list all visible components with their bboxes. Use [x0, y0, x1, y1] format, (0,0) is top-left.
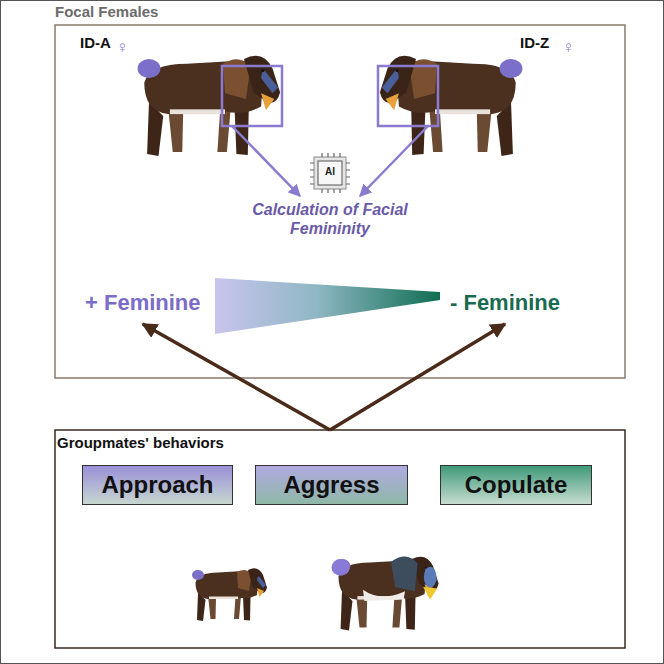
scale-end-label: + Feminine	[85, 290, 201, 316]
panel-heading: Focal Females	[55, 3, 158, 20]
process-label: Calculation of Facial Femininity	[245, 200, 415, 238]
sex-symbol: ♀	[116, 38, 129, 58]
chip-label: AI	[318, 166, 342, 177]
panel: Groupmates' behaviorsApproach Aggress Copu…	[55, 430, 625, 648]
ai-chip	[310, 153, 350, 193]
face-box	[222, 66, 282, 126]
id-label: ID-Z	[520, 34, 549, 51]
panel-outline	[55, 25, 625, 378]
id-label: ID-A	[80, 34, 111, 51]
behavior-box: Copulate	[440, 465, 592, 505]
sex-symbol: ♀	[562, 38, 575, 58]
panel-heading: Groupmates' behaviors	[57, 434, 224, 451]
panel-outline	[55, 430, 625, 648]
box-label: Copulate	[465, 471, 568, 499]
pointer-arrow	[232, 126, 300, 196]
scale-label: - Feminine	[450, 290, 560, 316]
gradient-wedge	[215, 278, 440, 334]
behavior-box: Approach	[82, 465, 233, 505]
scale-label: + Feminine	[85, 290, 201, 316]
mandrill-figure	[380, 56, 523, 156]
behavior-box: Aggress	[255, 465, 408, 505]
box-label: Approach	[101, 471, 213, 499]
mandrill-figure	[332, 557, 439, 631]
scale-end-label: - Feminine	[450, 290, 560, 316]
pointer-arrow	[360, 126, 428, 196]
connector-arrow	[143, 324, 330, 430]
connector-arrow	[330, 324, 505, 430]
mandrill-figure	[192, 568, 267, 621]
face-box	[378, 66, 438, 126]
box-label: Aggress	[283, 471, 379, 499]
mandrill-figure	[138, 56, 281, 156]
